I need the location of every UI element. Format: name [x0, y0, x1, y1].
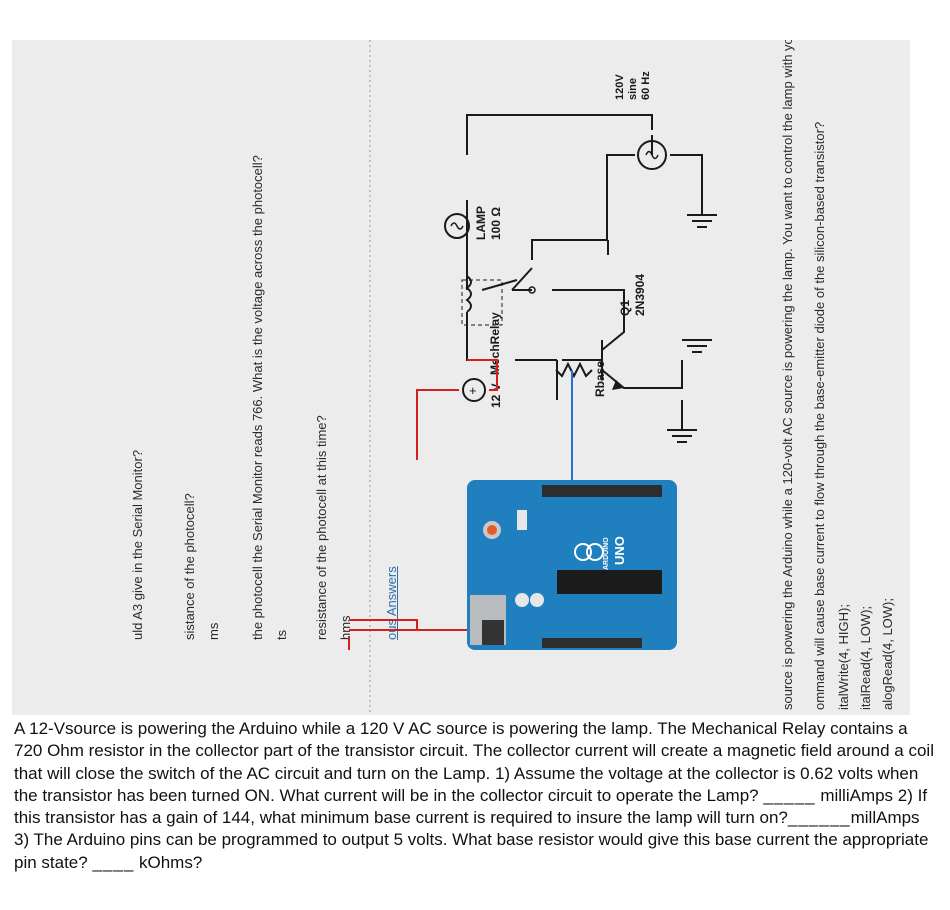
resistor-icon: [555, 361, 593, 379]
lamp-value: 100 Ω: [489, 207, 503, 240]
question-part-4: kOhms?: [134, 852, 203, 872]
svg-text:+: +: [469, 383, 477, 398]
ac-source-icon: [637, 140, 667, 170]
question-part-3: millAmps 3) The Arduino pins can be prog…: [14, 808, 929, 872]
question-text: A 12-Vsource is powering the Arduino whi…: [14, 718, 934, 874]
circuit-diagram: + MechRelay LAMP 100 Ω 12 V Q1 2N3904 Rb…: [348, 40, 717, 715]
red-wire: [348, 359, 498, 650]
relay-switch: [481, 279, 518, 291]
ac-wave-label: sine: [627, 78, 639, 100]
board-name: UNO: [612, 536, 627, 565]
lamp-label: LAMP: [474, 206, 488, 240]
transistor-part: 2N3904: [633, 274, 647, 316]
answer-blank-1[interactable]: _____: [763, 785, 816, 805]
circuit-wires: [466, 114, 717, 443]
question-part-2: milliAmps 2) If this transistor has a ga…: [14, 785, 928, 828]
relay-box: [461, 279, 503, 326]
board-brand: ARDUINO: [603, 537, 610, 570]
transistor-label: Q1: [618, 300, 632, 316]
ac-voltage-label: 120V: [614, 74, 626, 100]
ac-frequency-label: 60 Hz: [640, 71, 652, 100]
switch-contact: [528, 286, 536, 294]
arduino-board: UNO ARDUINO: [467, 480, 677, 650]
answer-blank-3[interactable]: ____: [92, 852, 135, 872]
transistor-icon: [612, 380, 624, 390]
mechrelay-label: MechRelay: [488, 312, 502, 375]
answer-blank-2[interactable]: ______: [787, 808, 851, 828]
lamp-icon: [444, 213, 470, 239]
dc-source-icon: [462, 378, 486, 402]
relay-coil: [465, 275, 472, 313]
question-part-1: A 12-Vsource is powering the Arduino whi…: [14, 719, 934, 805]
rbase-label: Rbase: [593, 361, 607, 397]
worksheet-photo: uld A3 give in the Serial Monitor? sista…: [12, 40, 910, 715]
